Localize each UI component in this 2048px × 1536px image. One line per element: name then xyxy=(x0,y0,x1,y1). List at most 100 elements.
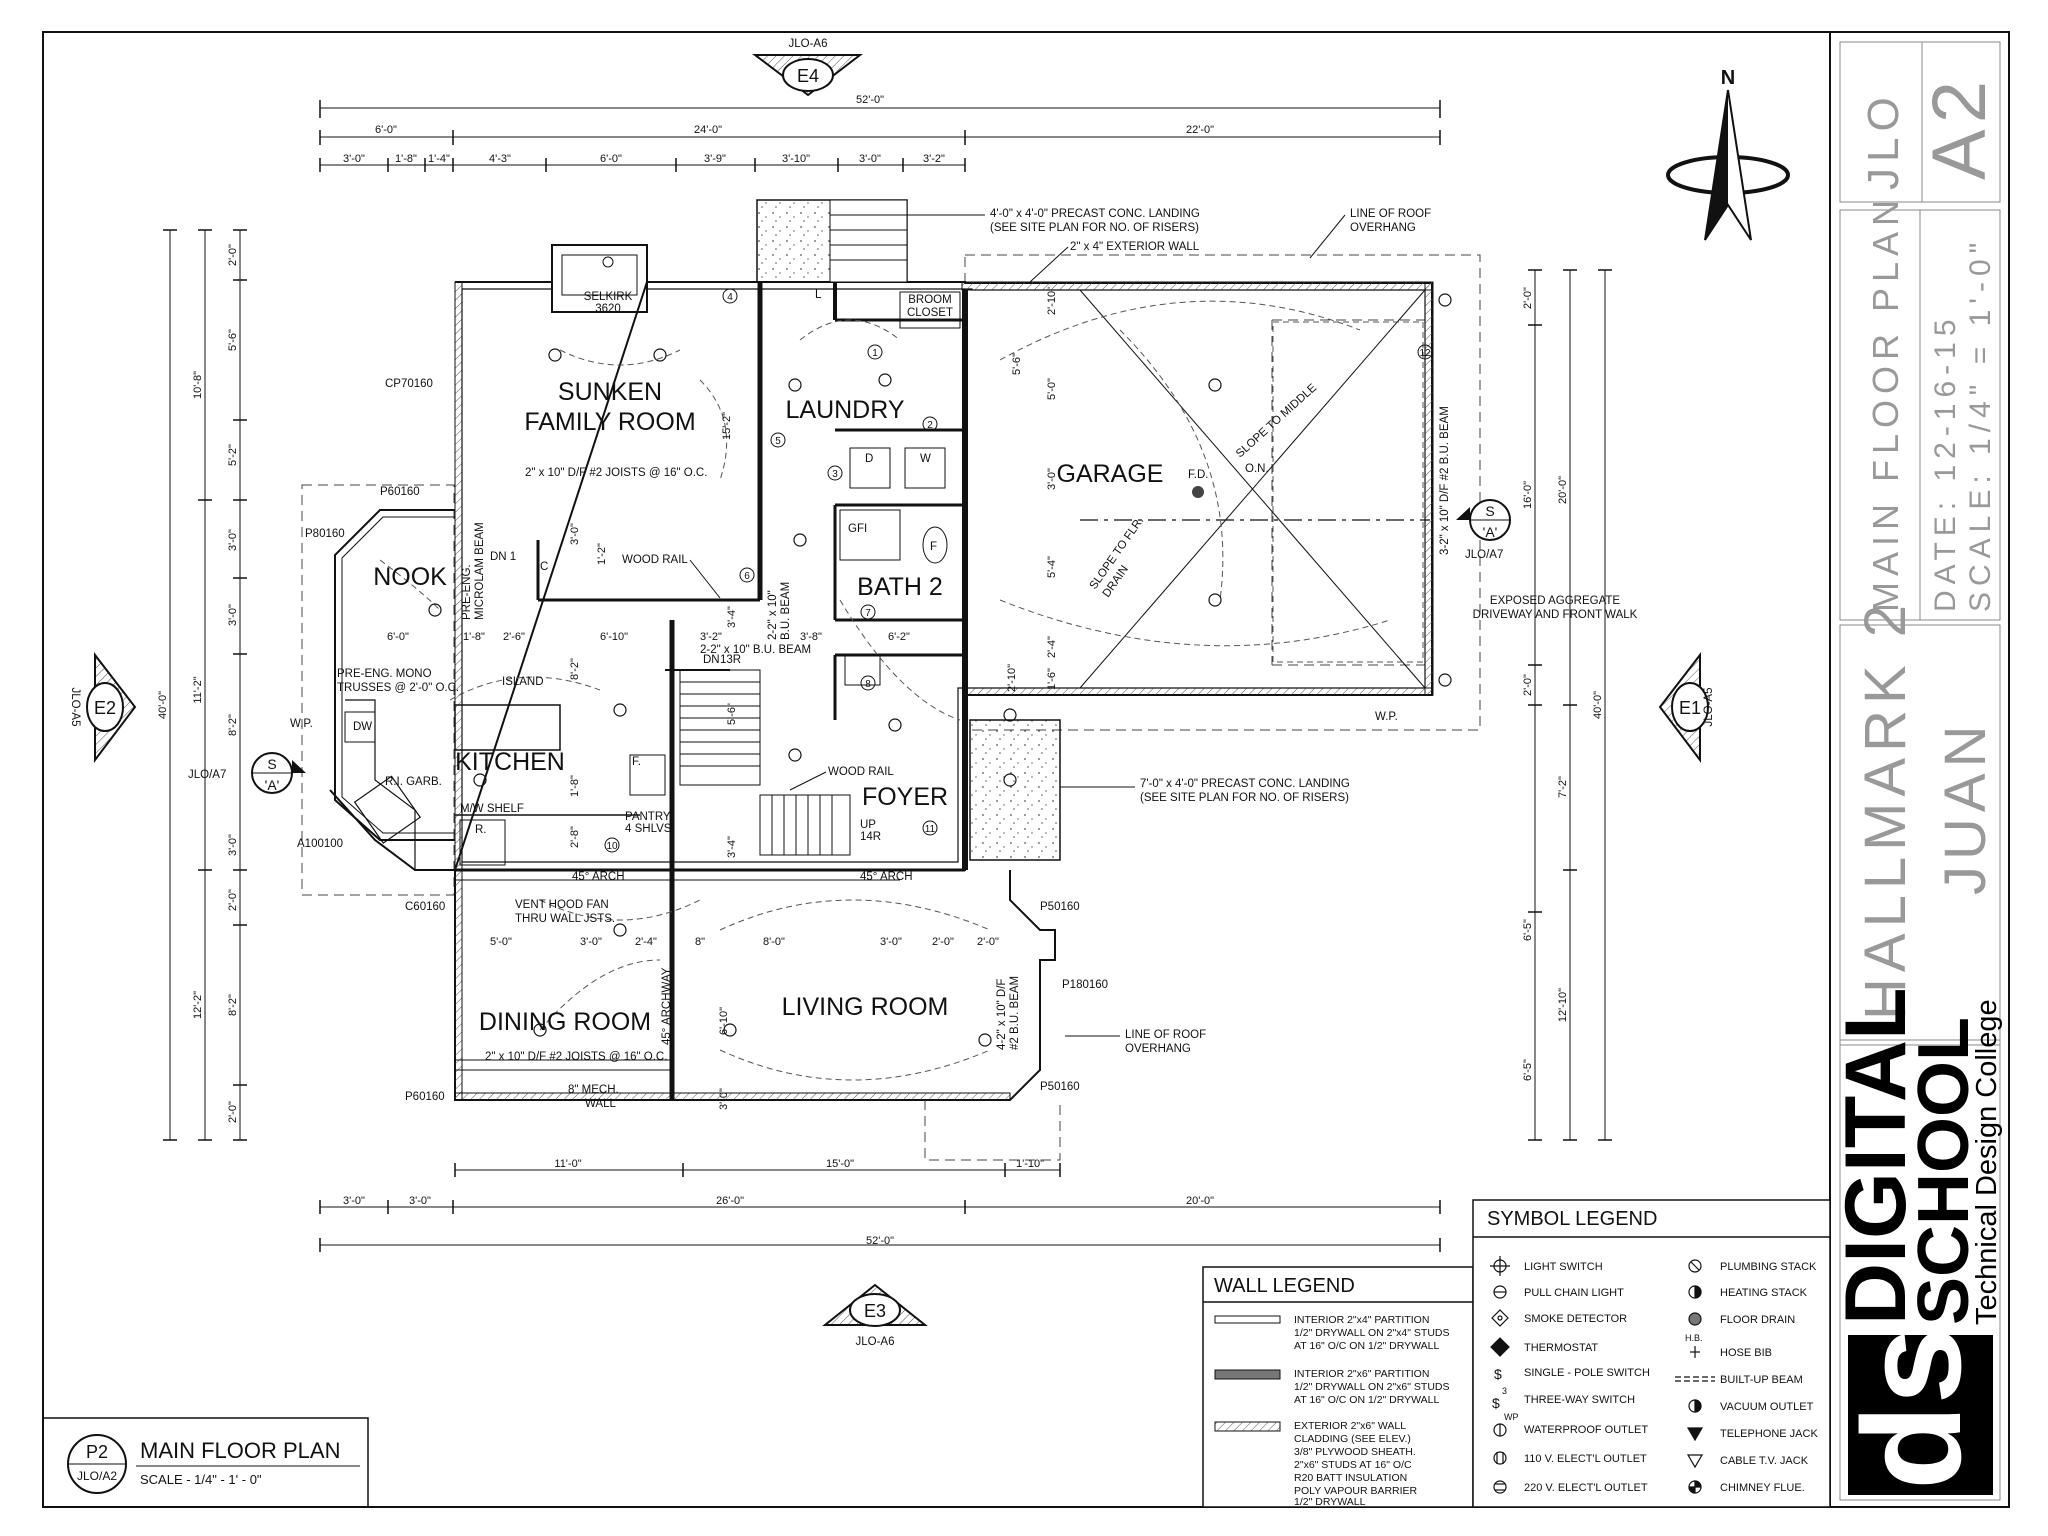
win-p60160-nook: P60160 xyxy=(380,486,420,498)
circuit-1: 1 xyxy=(872,348,878,359)
dim-left-overall: 40'-0" xyxy=(157,691,169,719)
wall-legend-1c: AT 16" O/C ON 1/2" DRYWALL xyxy=(1294,1340,1440,1352)
sym-right-0: PLUMBING STACK xyxy=(1720,1261,1817,1273)
dim-right-r1-3: 6'-5" xyxy=(1522,919,1534,941)
idim-13: 2'-0" xyxy=(977,936,999,948)
idim-22: 3'-4" xyxy=(726,836,738,858)
symbol-legend: SYMBOL LEGEND $ $ 3 WP LIGHT SWITCH PULL… xyxy=(1472,1199,1831,1508)
idim-33: 8" xyxy=(695,936,705,948)
wall-legend: WALL LEGEND INTERIOR 2"x4" PARTITION 1/2… xyxy=(1202,1266,1474,1508)
room-dining: DINING ROOM xyxy=(479,1008,651,1036)
dim-right-overall: 40'-0" xyxy=(1592,691,1604,719)
sym-right-2: FLOOR DRAIN xyxy=(1720,1314,1795,1326)
note-up14r-2: 14R xyxy=(860,831,881,843)
range xyxy=(459,819,506,866)
dim-left-r3-1: 5'-6" xyxy=(227,329,239,351)
dim-top-r3-6: 3'-10" xyxy=(782,153,810,165)
win-cp70160: CP70160 xyxy=(385,378,433,390)
dim-left-r3-4: 3'-0" xyxy=(227,604,239,626)
wall-legend-3g: 1/2" DRYWALL xyxy=(1294,1496,1366,1508)
note-bu-beam-living-2: #2 B.U. BEAM xyxy=(1009,976,1021,1050)
note-joists-family: 2" x 10" D/F #2 JOISTS @ 16" O.C. xyxy=(525,467,707,479)
dim-right-r1-2: 2'-0" xyxy=(1522,674,1534,696)
circuit-6: 6 xyxy=(744,571,750,582)
drawing-ref-top: P2 xyxy=(86,1442,108,1462)
sym-left-0: LIGHT SWITCH xyxy=(1524,1261,1603,1273)
idim-23: 2'-10" xyxy=(1046,287,1058,315)
section-right-mark: 'A' xyxy=(1483,524,1498,540)
dim-left-r3-8: 8'-2" xyxy=(227,994,239,1016)
room-laundry: LAUNDRY xyxy=(785,396,904,424)
stair-down xyxy=(679,669,761,786)
vanity xyxy=(839,509,901,561)
note-pantry-2: 4 SHLVS. xyxy=(625,823,675,835)
note-landing-right-2: (SEE SITE PLAN FOR NO. OF RISERS) xyxy=(1140,792,1349,804)
sym-glyph-dollar-2: $ xyxy=(1492,1395,1500,1411)
sym-right-1: HEATING STACK xyxy=(1720,1287,1808,1299)
sym-right-8: CHIMNEY FLUE. xyxy=(1720,1482,1805,1494)
dim-left-r3-6: 3'-0" xyxy=(227,834,239,856)
toilet xyxy=(922,526,948,564)
note-landing-top-2: (SEE SITE PLAN FOR NO. OF RISERS) xyxy=(990,222,1199,234)
e4-label: E4 xyxy=(797,66,819,86)
wall-legend-2a: INTERIOR 2"x6" PARTITION xyxy=(1294,1368,1429,1380)
note-microlam-2: MICROLAM BEAM xyxy=(474,522,486,620)
note-arch-left: 45° ARCH xyxy=(572,871,625,883)
plan-title: MAIN FLOOR PLAN xyxy=(1865,194,1906,612)
note-wp-left: W.P. xyxy=(290,718,313,730)
electrical-circuits xyxy=(379,300,1391,1081)
wall-legend-3b: CLADDING (SEE ELEV.) xyxy=(1294,1433,1411,1445)
drawing-ref-bottom: JLO/A2 xyxy=(77,1469,117,1483)
room-bath2: BATH 2 xyxy=(857,573,943,601)
logo-tagline: Technical Design College xyxy=(1971,999,2003,1325)
idim-3: 6'-10" xyxy=(600,631,628,643)
circuit-numbers: 1 2 3 4 5 6 7 8 9 10 11 12 xyxy=(604,288,1433,853)
note-broom-2: CLOSET xyxy=(907,307,953,319)
idim-32: 3'-0" xyxy=(569,523,581,545)
note-washer: W xyxy=(920,453,931,465)
idim-28: 2'-4" xyxy=(1046,636,1058,658)
sym-left-6: WATERPROOF OUTLET xyxy=(1524,1424,1648,1436)
drawing-title: MAIN FLOOR PLAN xyxy=(140,1438,340,1463)
e4-ref: JLO-A6 xyxy=(789,38,828,50)
note-vent-2: THRU WALL JSTS. xyxy=(515,913,615,925)
sym-left-7: 110 V. ELECT'L OUTLET xyxy=(1524,1453,1647,1465)
room-labels: SUNKEN FAMILY ROOM LAUNDRY GARAGE NOOK B… xyxy=(373,378,1163,1036)
dim-top-r3-3: 4'-3" xyxy=(489,153,511,165)
note-vent-1: VENT HOOD FAN xyxy=(515,899,609,911)
broom-closet xyxy=(899,291,961,329)
note-arch-right: 45° ARCH xyxy=(860,871,913,883)
idim-6: 6'-2" xyxy=(888,631,910,643)
kitchen-sink xyxy=(353,775,422,844)
logo-school: SCHOOL xyxy=(1904,1017,1984,1325)
win-p50160-top: P50160 xyxy=(1040,901,1080,913)
note-roof-bottom-2: OVERHANG xyxy=(1125,1043,1191,1055)
dim-left-r3-2: 5'-2" xyxy=(227,444,239,466)
note-mw-shelf: M/W SHELF xyxy=(460,803,524,815)
note-bu-beam-living-1: 4-2" x 10" D/F xyxy=(996,979,1008,1050)
sym-right-7: CABLE T.V. JACK xyxy=(1720,1455,1809,1467)
idim-8: 3'-0" xyxy=(580,936,602,948)
note-on: O.N. xyxy=(1245,463,1269,475)
note-mono-2: TRUSSES @ 2'-0" O.C. xyxy=(337,682,459,694)
note-gfi: GFI xyxy=(848,523,867,535)
dim-top-r2-1: 24'-0" xyxy=(694,124,722,136)
north-label: N xyxy=(1721,67,1735,89)
e2-ref: JLO-A5 xyxy=(69,688,81,727)
idim-14: 6'-10" xyxy=(718,1007,730,1035)
sym-left-8: 220 V. ELECT'L OUTLET xyxy=(1524,1482,1648,1494)
idim-18: 1'-8" xyxy=(569,775,581,797)
dim-right-r1-4: 6'-5" xyxy=(1522,1059,1534,1081)
e3-label: E3 xyxy=(864,1301,886,1321)
wall-legend-2c: AT 16" O/C ON 1/2" DRYWALL xyxy=(1294,1394,1440,1406)
note-driveway-2: DRIVEWAY AND FRONT WALK xyxy=(1473,609,1638,621)
dim-left-r2-2: 12'-2" xyxy=(192,991,204,1019)
circuit-2: 2 xyxy=(927,420,933,431)
wall-legend-1a: INTERIOR 2"x4" PARTITION xyxy=(1294,1314,1429,1326)
note-dn13r-1: DN xyxy=(703,654,720,666)
win-p80160: P80160 xyxy=(305,528,345,540)
elevation-e4: E4 JLO-A6 xyxy=(752,38,863,97)
dim-left-r3-7: 2'-0" xyxy=(227,889,239,911)
room-nook: NOOK xyxy=(373,563,447,591)
